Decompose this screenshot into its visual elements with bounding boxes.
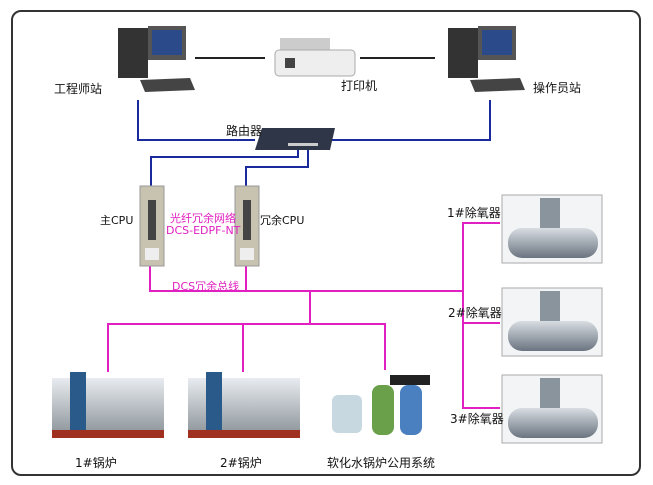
printer-label: 打印机 (341, 79, 378, 93)
bus-label: DCS冗余总线 (172, 280, 240, 293)
line-router-main-cpu (150, 148, 299, 186)
line-engineer-router (137, 100, 255, 141)
redundant-cpu-icon[interactable] (234, 185, 260, 267)
network-name-label: 光纤冗余网络 (170, 212, 236, 225)
boiler-2-label: 2#锅炉 (220, 456, 262, 470)
boiler-1-label: 1#锅炉 (75, 456, 117, 470)
bus-lines (107, 222, 500, 409)
softwater-label: 软化水锅炉公用系统 (327, 456, 436, 470)
line-router-redundant-cpu (245, 148, 309, 186)
redundant-cpu-label: 冗余CPU (260, 214, 305, 227)
router-icon[interactable] (255, 128, 335, 150)
bus-deaerator-trunk (462, 222, 500, 409)
bus-main-cpu (149, 264, 463, 292)
operator-station-icon[interactable] (448, 26, 525, 92)
engineer-station-icon[interactable] (118, 26, 195, 92)
deaerator-3-image[interactable] (501, 374, 603, 444)
boiler-2-image[interactable] (188, 372, 300, 438)
printer-icon[interactable] (274, 38, 356, 77)
deaerator-3-label: 3#除氧器 (450, 412, 504, 426)
network-lines (137, 100, 491, 186)
deaerator-2-label: 2#除氧器 (448, 306, 502, 320)
boiler-1-image[interactable] (52, 372, 164, 438)
softwater-system-image[interactable] (332, 375, 430, 435)
deaerator-1-label: 1#除氧器 (447, 206, 501, 220)
operator-station-label: 操作员站 (533, 81, 582, 95)
deaerator-1-image[interactable] (501, 194, 603, 264)
engineer-station-label: 工程师站 (54, 82, 103, 96)
bus-boiler-1 (107, 323, 386, 372)
deaerator-2-image[interactable] (501, 287, 603, 357)
main-cpu-label: 主CPU (100, 214, 134, 227)
network-code-label: DCS-EDPF-NT (166, 224, 241, 237)
line-router-operator (330, 100, 491, 141)
diagram-frame (11, 10, 641, 476)
router-label: 路由器 (226, 124, 263, 138)
main-cpu-icon[interactable] (139, 185, 165, 267)
